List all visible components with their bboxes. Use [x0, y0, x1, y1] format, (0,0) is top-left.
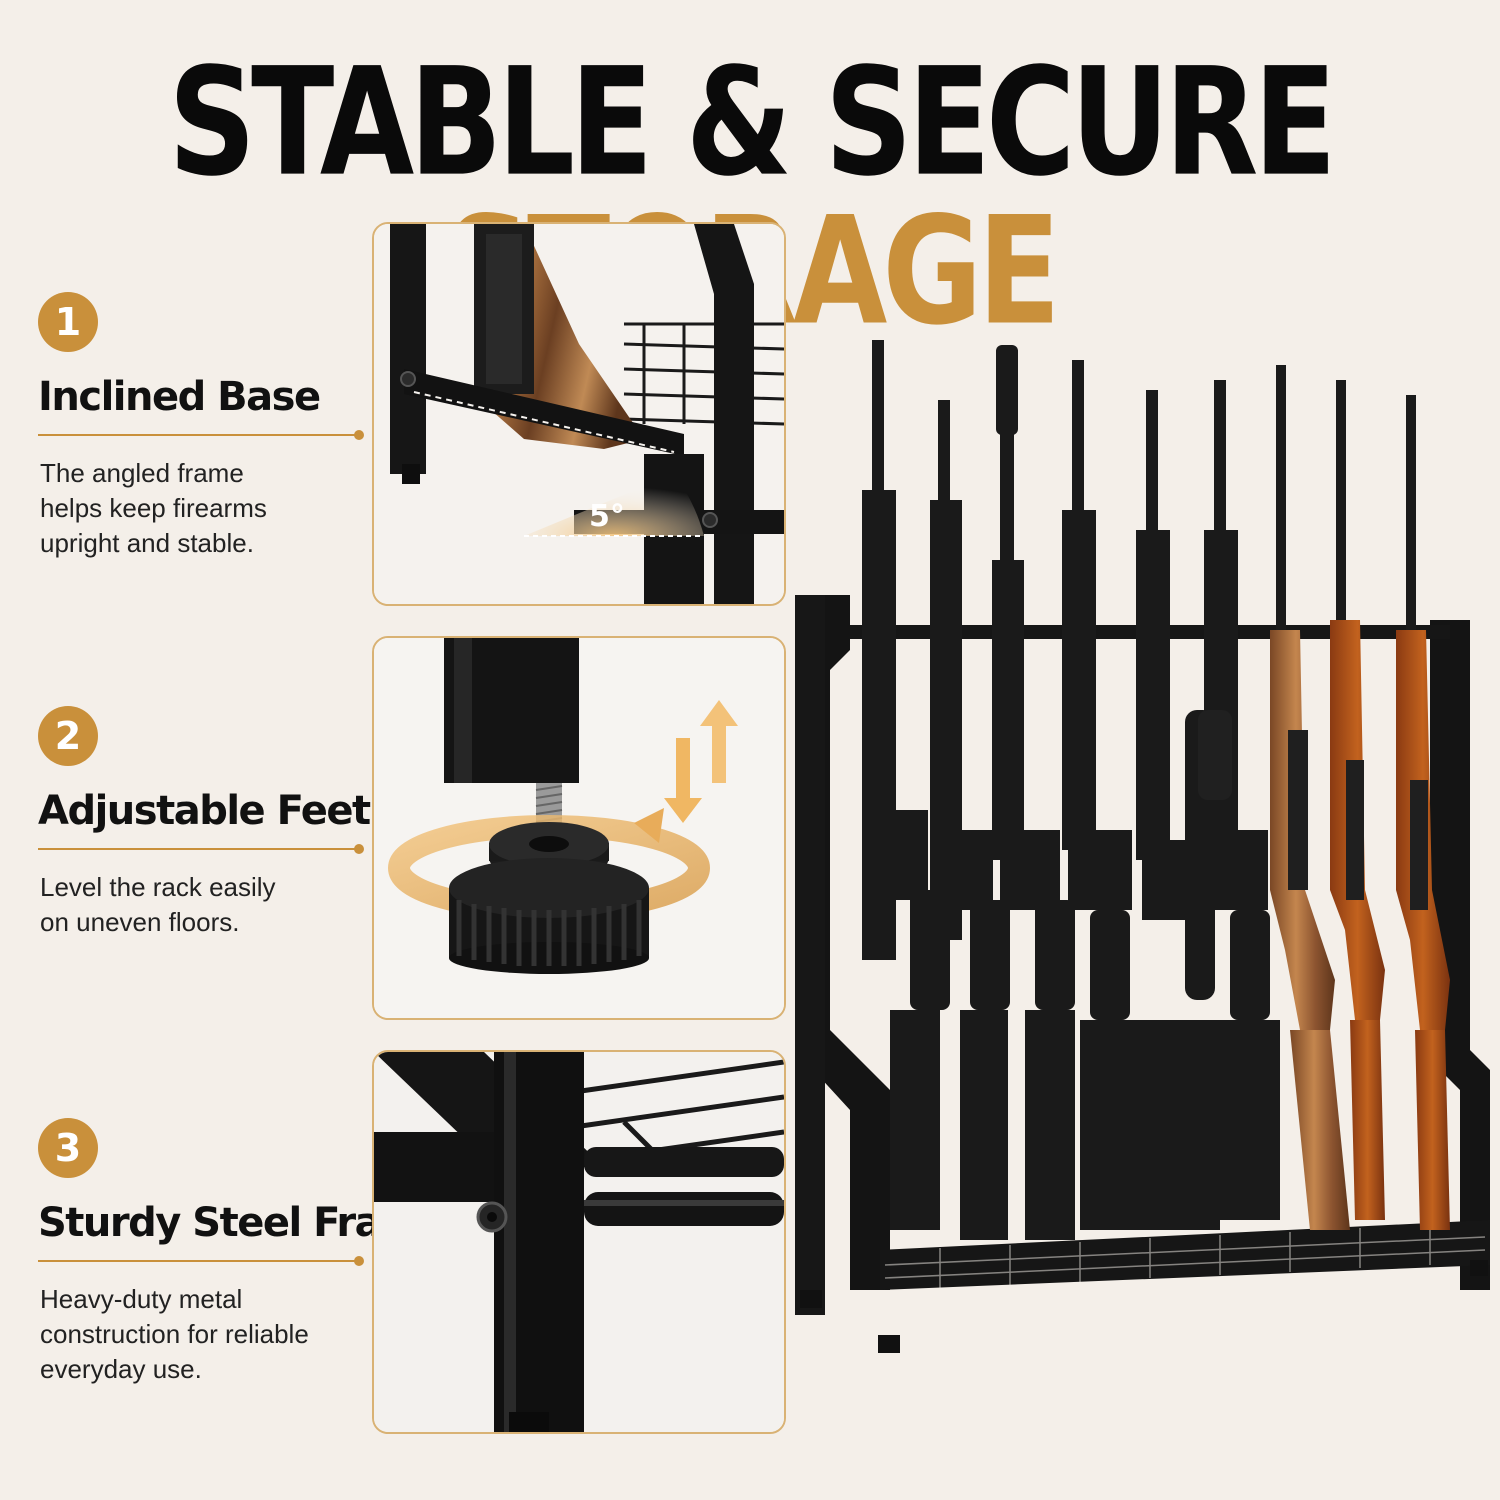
- steel-frame-image: [372, 1050, 786, 1434]
- feature-inclined-base: 1 Inclined Base The angled frame helps k…: [38, 292, 364, 561]
- gun-rack-illustration: [790, 330, 1500, 1375]
- headline-part1: STABLE & SECURE: [168, 35, 1337, 210]
- feature-description: Heavy-duty metal construction for reliab…: [40, 1284, 309, 1384]
- inclined-base-image: 5°: [372, 222, 786, 606]
- feature-description: Level the rack easily on uneven floors.: [40, 872, 276, 937]
- divider-line: [38, 1256, 364, 1266]
- divider-line: [38, 430, 364, 440]
- angle-label: 5°: [589, 499, 625, 534]
- adjustable-feet-image: [372, 636, 786, 1020]
- up-down-arrows-icon: [664, 700, 738, 823]
- feature-number-badge: 2: [38, 706, 98, 766]
- feature-number-badge: 3: [38, 1118, 98, 1178]
- feature-description: The angled frame helps keep firearms upr…: [40, 458, 267, 558]
- feature-title: Adjustable Feet: [38, 788, 371, 834]
- divider-line: [38, 844, 364, 854]
- feature-adjustable-feet: 2 Adjustable Feet Level the rack easily …: [38, 706, 371, 940]
- feature-number-badge: 1: [38, 292, 98, 352]
- feature-title: Inclined Base: [38, 374, 321, 420]
- feature-title: Sturdy Steel Frame: [38, 1200, 447, 1246]
- feature-sturdy-steel-frame: 3 Sturdy Steel Frame Heavy-duty metal co…: [38, 1118, 447, 1387]
